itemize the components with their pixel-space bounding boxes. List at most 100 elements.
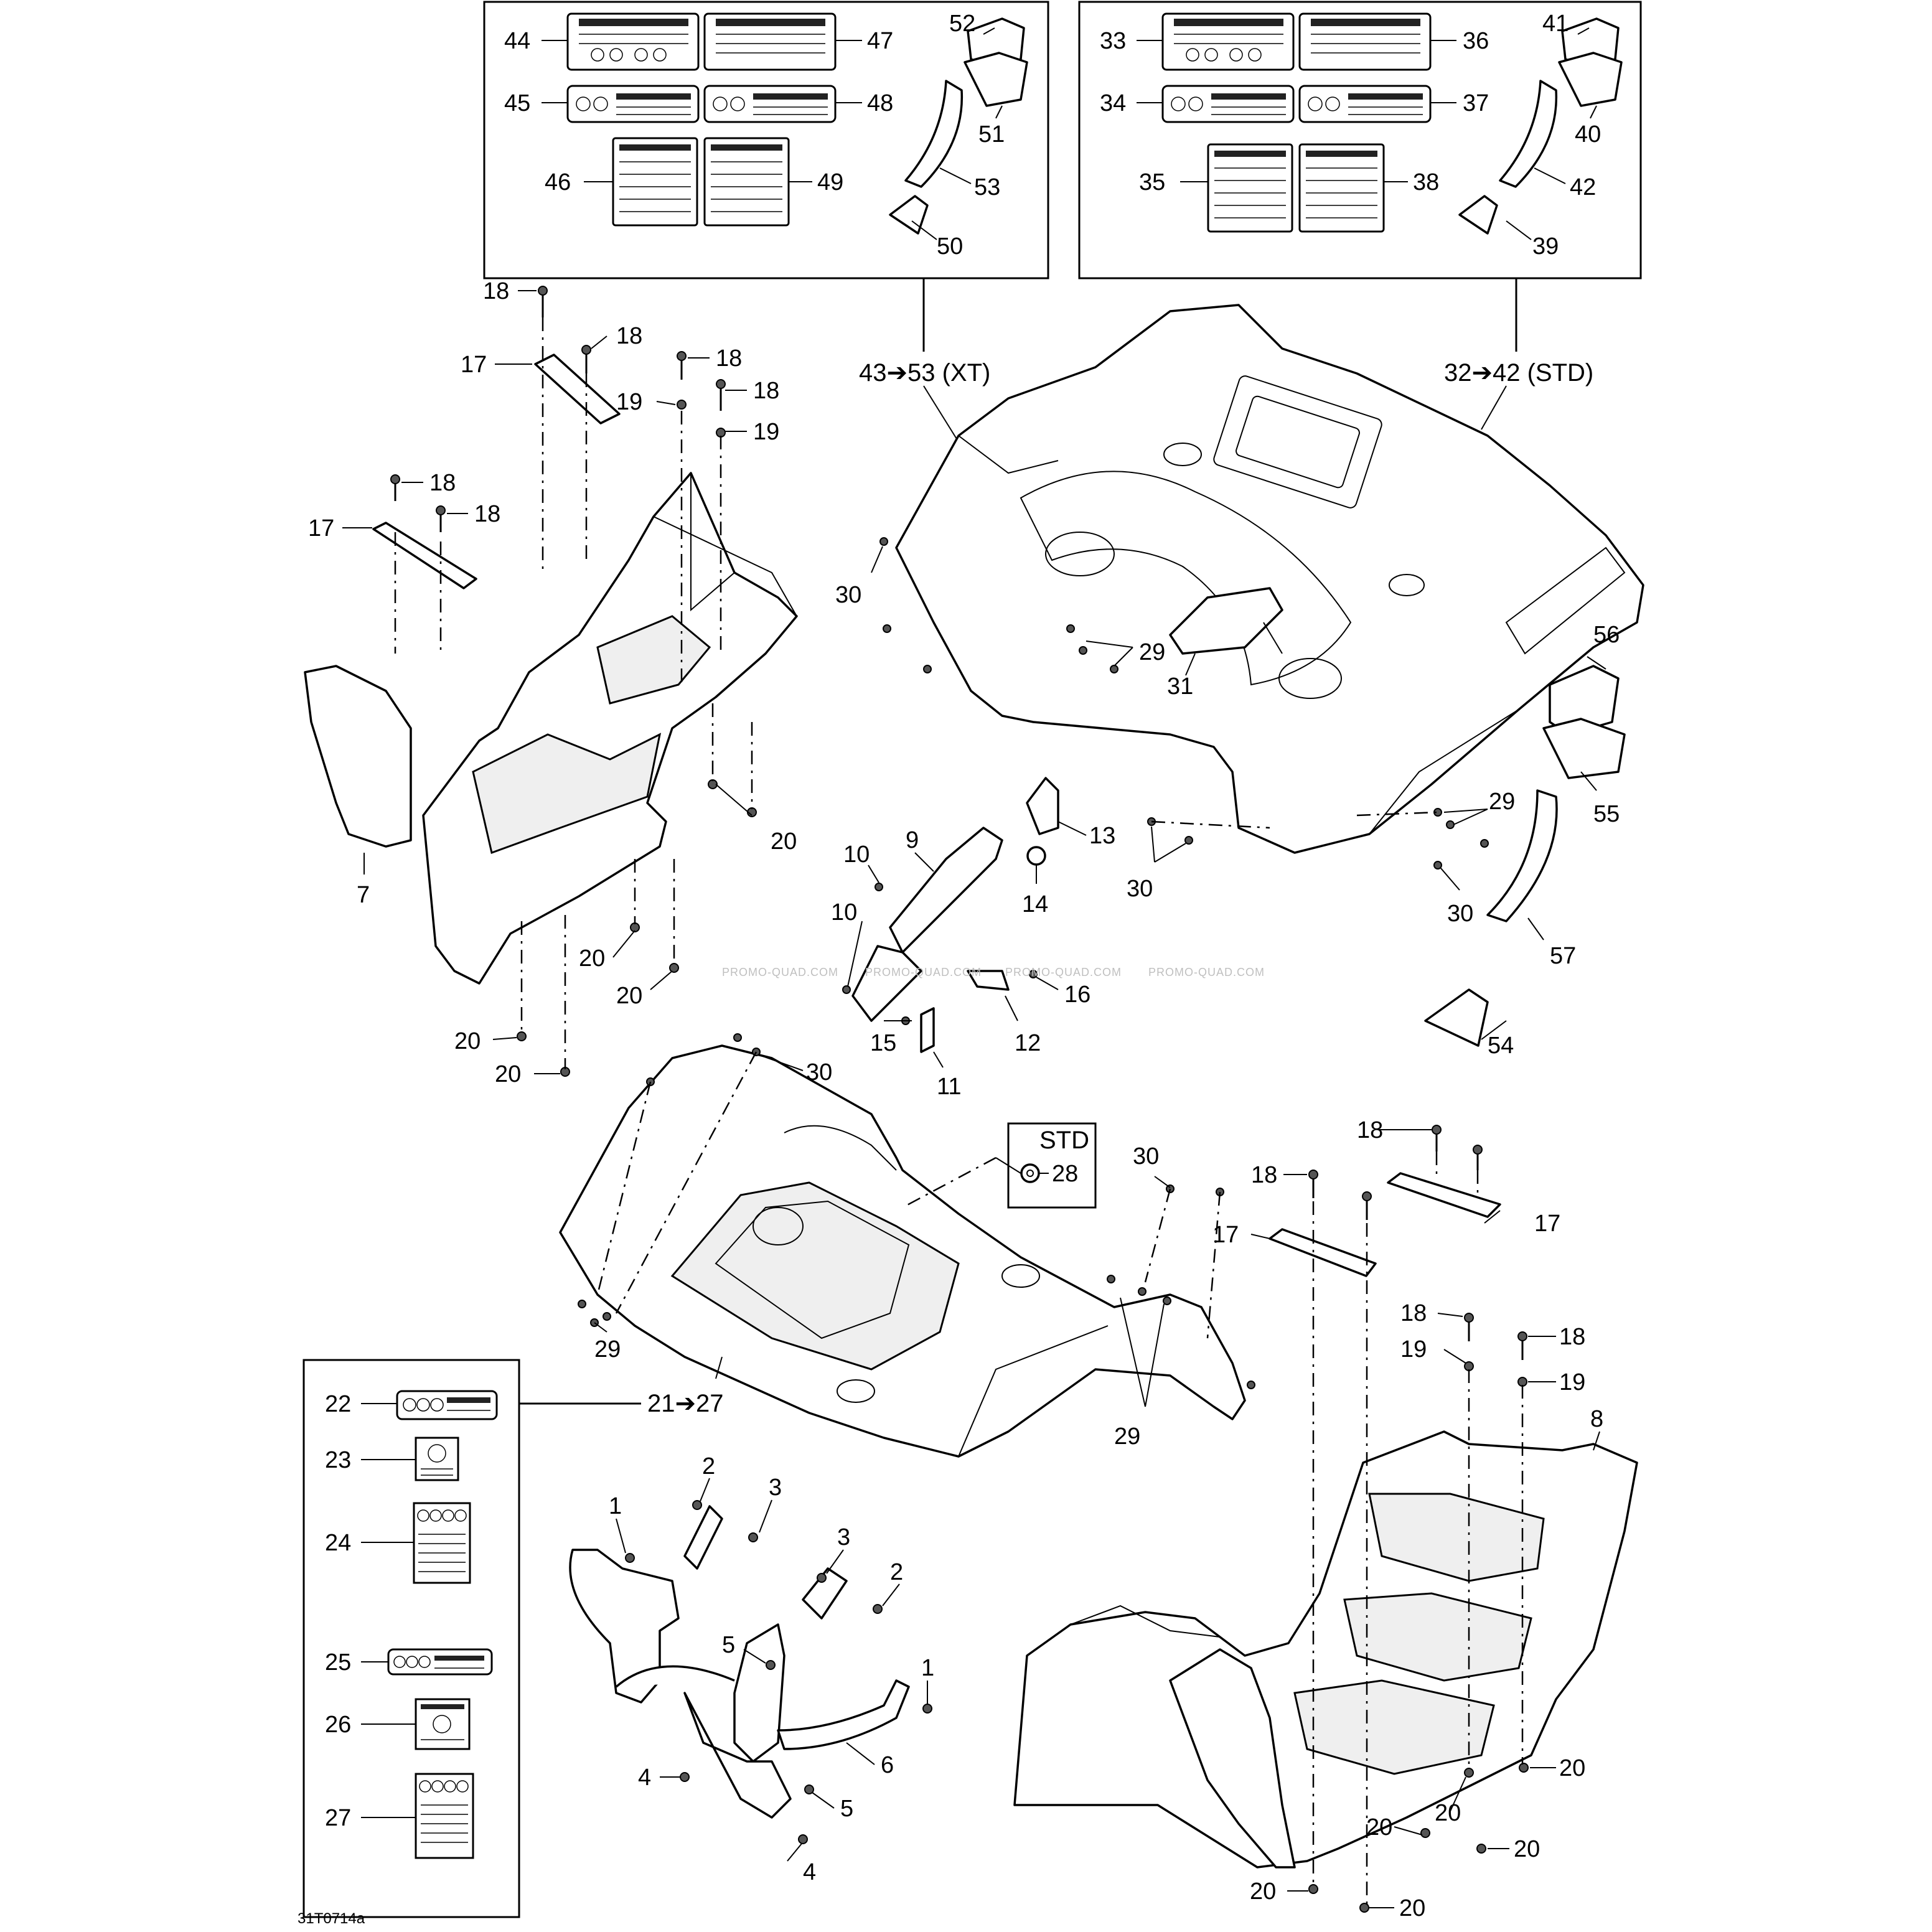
callout-16: 16 (1064, 982, 1090, 1008)
callout-29: 29 (1139, 639, 1165, 665)
bracket-9 (889, 827, 1003, 954)
callout-20: 20 (579, 945, 605, 972)
rear-guard-54 (1424, 988, 1489, 1047)
right-footrest-assembly (1013, 1430, 1638, 1869)
callout-18: 18 (1559, 1324, 1585, 1350)
decal-34 (1161, 85, 1295, 123)
mud-flap-56 (1549, 665, 1620, 736)
callout-20: 20 (616, 983, 642, 1009)
callout-5: 5 (840, 1796, 853, 1822)
bracket-13 (1026, 777, 1059, 835)
callout-30: 30 (1133, 1143, 1159, 1170)
callout-4: 4 (638, 1765, 651, 1791)
left-footrest-assembly (422, 472, 798, 985)
callout-19: 19 (1559, 1369, 1585, 1395)
decal-22 (396, 1390, 498, 1420)
callout-18: 18 (616, 323, 642, 349)
decal-24 (413, 1502, 471, 1584)
callout-3: 3 (837, 1524, 850, 1550)
footpeg-17a (534, 354, 621, 424)
guard-51 (964, 52, 1028, 107)
front-fender (559, 1044, 1246, 1458)
callout-2: 2 (890, 1559, 903, 1585)
std-box-label: STD (1039, 1127, 1089, 1154)
callout-40: 40 (1575, 121, 1601, 148)
callout-27: 27 (325, 1805, 351, 1831)
callout-47: 47 (867, 28, 893, 54)
callout-17: 17 (308, 515, 334, 542)
callout-34: 34 (1100, 90, 1126, 116)
decal-46 (612, 137, 698, 227)
callout-46: 46 (545, 169, 571, 195)
watermark-3: PROMO-QUAD.COM (1005, 966, 1122, 978)
front-decal-kit-box (302, 1359, 520, 1918)
callout-26: 26 (325, 1712, 351, 1738)
callout-55: 55 (1593, 801, 1620, 827)
decal-27 (415, 1773, 474, 1859)
callout-18: 18 (1357, 1117, 1383, 1143)
callout-45: 45 (504, 90, 530, 116)
callout-36: 36 (1463, 28, 1489, 54)
decal-33 (1161, 12, 1295, 71)
decal-48 (703, 85, 837, 123)
mud-flap-55 (1542, 718, 1626, 779)
decal-23 (415, 1437, 459, 1481)
callout-38: 38 (1413, 169, 1439, 195)
guard-40 (1558, 52, 1623, 107)
callout-20: 20 (1366, 1814, 1392, 1841)
callout-18: 18 (474, 501, 500, 527)
callout-48: 48 (867, 90, 893, 116)
xt-decal-kit-box (483, 1, 1049, 279)
callout-30: 30 (835, 582, 861, 608)
callout-19: 19 (616, 389, 642, 415)
drawing-code: 31T0714a (298, 1910, 365, 1927)
leader-lines (342, 27, 1606, 1908)
callout-52: 52 (949, 11, 975, 37)
callout-28: 28 (1052, 1161, 1078, 1187)
callout-31: 31 (1167, 673, 1193, 700)
callout-20: 20 (454, 1028, 481, 1054)
callout-29: 29 (1489, 789, 1515, 815)
callout-11: 11 (937, 1074, 961, 1100)
callout-2: 2 (702, 1453, 715, 1479)
callout-19: 19 (1400, 1336, 1427, 1362)
callout-13: 13 (1089, 823, 1115, 849)
clip-12 (967, 970, 1010, 991)
callout-51: 51 (978, 121, 1005, 148)
callout-50: 50 (937, 233, 963, 260)
center-bracket-assembly (842, 777, 1059, 1053)
callout-54: 54 (1488, 1033, 1514, 1059)
decal-45 (566, 85, 700, 123)
decal-25 (387, 1648, 493, 1676)
callout-18: 18 (429, 470, 456, 496)
callout-1: 1 (609, 1493, 622, 1519)
guard-53 (904, 80, 964, 188)
callout-18: 18 (753, 378, 779, 404)
callout-3: 3 (769, 1475, 782, 1501)
guard-39 (1458, 195, 1498, 235)
callout-18: 18 (716, 345, 742, 372)
callout-20: 20 (1514, 1836, 1540, 1862)
group-label-std: 32➔42 (STD) (1444, 359, 1593, 387)
callout-20: 20 (1559, 1755, 1585, 1781)
callout-18: 18 (483, 278, 509, 304)
callout-49: 49 (817, 169, 843, 195)
fasteners-rear-fender (879, 537, 1489, 870)
callout-23: 23 (325, 1447, 351, 1473)
front-bumper-assembly (569, 1505, 910, 1819)
watermark-2: PROMO-QUAD.COM (865, 966, 982, 978)
callout-18: 18 (1400, 1300, 1427, 1326)
callout-15: 15 (870, 1030, 896, 1056)
callout-9: 9 (906, 827, 919, 853)
decal-36 (1298, 12, 1432, 71)
callout-41: 41 (1542, 11, 1569, 37)
decal-49 (703, 137, 790, 227)
callout-53: 53 (974, 174, 1000, 200)
rear-fender (895, 304, 1644, 854)
callout-6: 6 (881, 1752, 894, 1778)
guard-42 (1499, 80, 1558, 188)
seat-latch-pad-31 (1169, 587, 1283, 655)
callout-37: 37 (1463, 90, 1489, 116)
callout-20: 20 (771, 828, 797, 855)
callout-30: 30 (1127, 876, 1153, 902)
